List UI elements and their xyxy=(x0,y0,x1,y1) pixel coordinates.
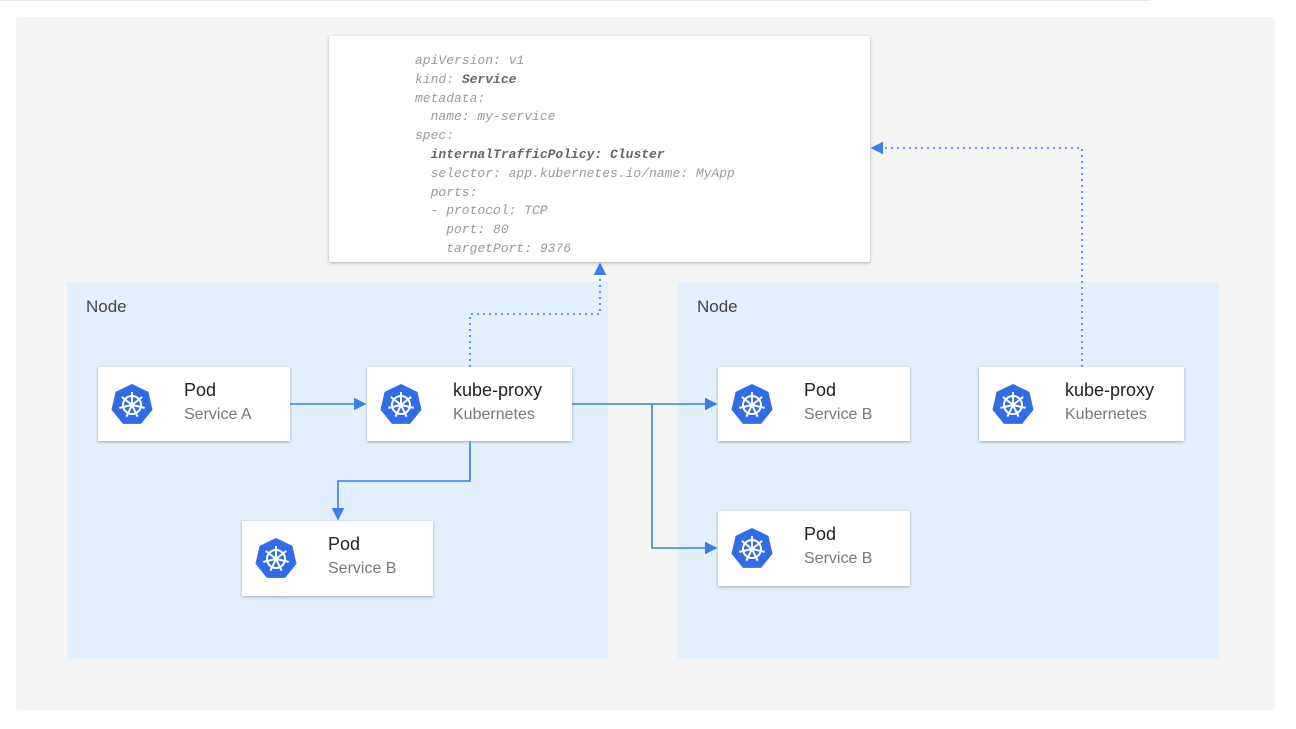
card-title: kube-proxy xyxy=(453,380,543,400)
kubernetes-icon xyxy=(255,538,297,578)
node-label: Node xyxy=(697,297,738,316)
dotted-proxy-left-to-yaml xyxy=(469,262,607,367)
card-subtitle: Service B xyxy=(804,550,873,567)
arrow-proxy-to-pod-b-right-bottom xyxy=(651,404,718,555)
dotted-proxy-right-to-yaml xyxy=(870,141,1083,367)
card-title: Pod xyxy=(184,380,217,400)
kubernetes-icon xyxy=(731,528,773,568)
card-subtitle: Service B xyxy=(804,406,873,423)
card-title: Pod xyxy=(328,534,361,554)
card-subtitle: Kubernetes xyxy=(453,406,535,423)
arrow-proxy-to-pod-b-left xyxy=(331,441,471,521)
card-subtitle: Kubernetes xyxy=(1065,406,1147,423)
kubernetes-icon xyxy=(992,384,1034,424)
card-subtitle: Service A xyxy=(184,406,252,423)
yaml-code: apiVersion: v1 kind: Service metadata: n… xyxy=(415,53,735,256)
node-label: Node xyxy=(86,297,127,316)
node-left: Node xyxy=(67,282,608,659)
card-title: Pod xyxy=(804,380,837,400)
node-right: Node xyxy=(678,282,1219,659)
service-yaml-card: apiVersion: v1 kind: Service metadata: n… xyxy=(329,36,870,262)
card-title: kube-proxy xyxy=(1065,380,1155,400)
top-divider xyxy=(0,0,1150,1)
kubernetes-icon xyxy=(111,384,153,424)
kubernetes-icon xyxy=(731,384,773,424)
kubernetes-icon xyxy=(380,384,422,424)
card-subtitle: Service B xyxy=(328,560,397,577)
card-title: Pod xyxy=(804,524,837,544)
